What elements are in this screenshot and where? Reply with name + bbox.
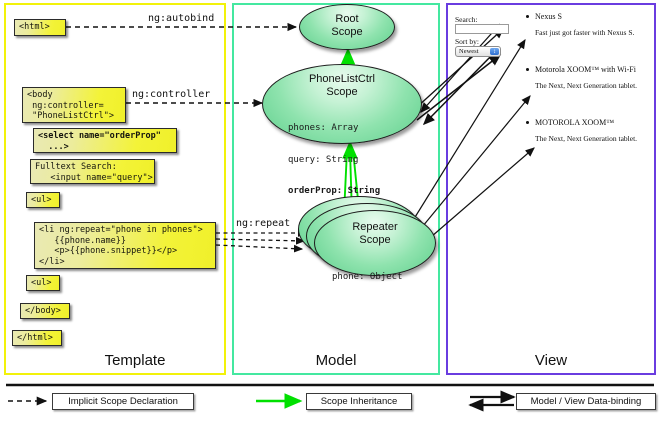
- bullet-icon: [526, 121, 529, 124]
- panel-model-label: Model: [315, 352, 357, 369]
- scope-repeater-title-1: Repeater: [352, 221, 398, 233]
- phone-snippet: Fast just got faster with Nexus S.: [535, 28, 635, 37]
- view-search-label: Search:: [455, 15, 478, 24]
- view-sort-label: Sort by:: [455, 37, 479, 46]
- label-ng-controller: ng:controller: [132, 89, 211, 100]
- legend-item-implicit-scope-declaration: Implicit Scope Declaration: [52, 393, 194, 410]
- list-item: MOTOROLA XOOM™ The Next, Next Generation…: [526, 118, 638, 143]
- panel-view-label: View: [534, 352, 568, 369]
- legend-item-scope-inheritance: Scope Inheritance: [306, 393, 412, 410]
- code-box-ul-close: <ul>: [26, 275, 60, 291]
- sort-by-select[interactable]: Newest ↕: [455, 46, 501, 57]
- bullet-icon: [526, 15, 529, 18]
- list-item: Nexus S Fast just got faster with Nexus …: [526, 12, 635, 37]
- legend: Implicit Scope Declaration Scope Inherit…: [0, 381, 660, 421]
- panel-template: Template: [4, 3, 226, 375]
- phone-name: MOTOROLA XOOM™: [535, 118, 615, 127]
- panel-view: View: [446, 3, 656, 375]
- scope-repeater: Repeater Scope phone: Object: [314, 210, 436, 282]
- code-box-li-ngrepeat: <li ng:repeat="phone in phones"> {{phone…: [34, 222, 216, 269]
- code-box-html-open: <html>: [14, 19, 66, 36]
- scope-root: Root Scope: [299, 4, 395, 50]
- code-box-html-close: </html>: [12, 330, 62, 346]
- sort-by-selected-value: Newest: [459, 48, 479, 55]
- bullet-icon: [526, 68, 529, 71]
- scope-root-title-1: Root: [335, 13, 359, 25]
- code-box-body-close: </body>: [20, 303, 70, 319]
- phone-snippet: The Next, Next Generation tablet.: [535, 134, 638, 143]
- code-box-select-orderprop: <select name="orderProp" ...>: [33, 128, 177, 153]
- phone-snippet: The Next, Next Generation tablet.: [535, 81, 638, 90]
- label-ng-autobind: ng:autobind: [148, 13, 215, 24]
- panel-template-label: Template: [104, 352, 166, 369]
- scope-phonelistctrl: PhoneListCtrl Scope phones: Array query:…: [262, 64, 422, 196]
- scope-root-title-2: Scope: [331, 25, 363, 38]
- scope-repeater-prop-phone: phone: Object: [332, 272, 403, 282]
- chevron-down-icon: ↕: [490, 48, 499, 55]
- scope-phonelistctrl-prop-orderprop: orderProp: String: [288, 186, 381, 196]
- scope-repeater-title-2: Scope: [359, 233, 391, 246]
- label-ng-repeat: ng:repeat: [236, 218, 291, 229]
- phone-name: Motorola XOOM™ with Wi-Fi: [535, 65, 636, 74]
- phone-name: Nexus S: [535, 12, 562, 21]
- code-box-fulltext-search: Fulltext Search: <input name="query">: [30, 159, 155, 184]
- scope-phonelistctrl-title-2: Scope: [326, 85, 358, 98]
- scope-phonelistctrl-title-1: PhoneListCtrl: [308, 73, 376, 85]
- list-item: Motorola XOOM™ with Wi-Fi The Next, Next…: [526, 65, 638, 90]
- scope-phonelistctrl-prop-query: query: String: [288, 154, 359, 165]
- search-input[interactable]: [455, 24, 509, 34]
- code-box-body-open: <body ng:controller= "PhoneListCtrl">: [22, 87, 126, 123]
- legend-item-model-view-databinding: Model / View Data-binding: [516, 393, 656, 410]
- scope-phonelistctrl-prop-phones: phones: Array: [288, 123, 359, 133]
- code-box-ul-open: <ul>: [26, 192, 60, 208]
